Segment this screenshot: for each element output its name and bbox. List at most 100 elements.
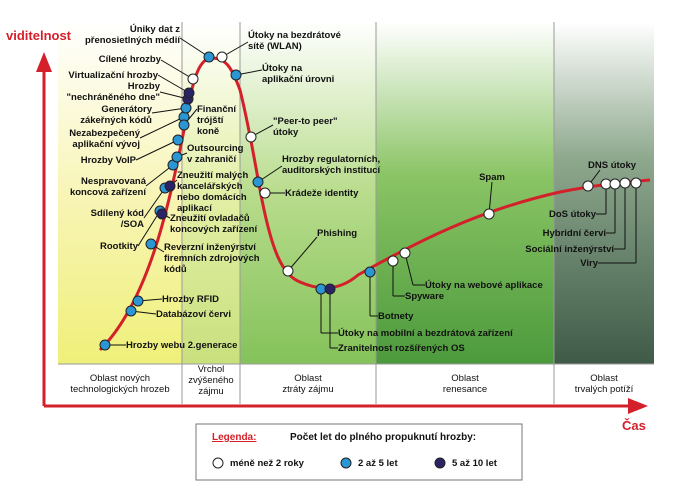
threat-marker xyxy=(125,305,137,317)
label-aplikacni-line: aplikační úrovni xyxy=(262,74,334,85)
zone-label-band xyxy=(58,22,654,404)
label-regulatorni: Hrozby regulatorních,auditorských instit… xyxy=(282,154,381,176)
threat-marker xyxy=(483,208,495,220)
label-viry: Viry xyxy=(580,258,599,269)
label-voip-line: Hrozby VoIP xyxy=(81,155,137,166)
label-mobilni: Útoky na mobilní a bezdrátová zařízení xyxy=(338,327,513,339)
label-webove-line: Útoky na webové aplikace xyxy=(425,279,543,291)
zone-bg-persistent xyxy=(554,22,654,364)
label-virtualizace-line: Virtualizační hrozby xyxy=(68,70,158,81)
label-web2-line: Hrozby webu 2.generace xyxy=(126,340,237,351)
label-rfid-line: Hrozby RFID xyxy=(162,294,219,305)
label-dos-line: DoS útoky xyxy=(549,209,597,220)
leader-line xyxy=(157,74,190,94)
legend-label: méně než 2 roky xyxy=(230,458,305,469)
label-unik-dat-line: přenosietlných médií xyxy=(85,35,180,46)
label-reverzni-line: firemních zdrojových xyxy=(164,253,260,264)
label-cilene: Cílené hrozby xyxy=(99,54,162,65)
axes: viditelnost Čas xyxy=(6,28,648,433)
label-rootkity-line: Rootkity xyxy=(100,241,139,252)
label-botnety: Botnety xyxy=(378,311,414,322)
label-mobilni-line: Útoky na mobilní a bezdrátová zařízení xyxy=(338,327,513,339)
threat-marker xyxy=(259,187,271,199)
label-wlan-line: Útoky na bezdrátové xyxy=(248,29,341,41)
legend-items: méně než 2 roky 2 až 5 let 5 až 10 let xyxy=(212,457,498,469)
label-p2p-line: útoky xyxy=(273,127,299,138)
label-zranitelnost: Zranitelnost rozšířených OS xyxy=(338,343,465,354)
label-zneuziti-malych-line: aplikací xyxy=(177,203,212,214)
label-spam: Spam xyxy=(479,172,505,183)
zone-label-line: Oblast xyxy=(451,373,479,384)
threat-marker xyxy=(619,177,631,189)
label-databazove-line: Databázoví červi xyxy=(156,309,231,320)
leader-line xyxy=(139,116,185,139)
y-axis-label: viditelnost xyxy=(6,28,72,43)
threat-marker xyxy=(582,180,594,192)
x-axis-arrow xyxy=(628,398,648,414)
legend-marker xyxy=(340,457,352,469)
zone-label-line: trvalých potíží xyxy=(575,384,634,395)
label-dos: DoS útoky xyxy=(549,209,597,220)
label-nespravovana-line: Nespravovaná xyxy=(81,176,147,187)
label-reverzni-line: kódů xyxy=(164,264,187,275)
zone-label-line: renesance xyxy=(443,384,487,395)
zone-label-line: Oblast xyxy=(590,373,618,384)
label-virtualizace: Virtualizační hrozby xyxy=(68,70,158,81)
label-generatory-line: Generátory xyxy=(101,104,152,115)
label-socialni: Sociální inženýrství xyxy=(525,244,614,255)
label-webove: Útoky na webové aplikace xyxy=(425,279,543,291)
label-rootkity: Rootkity xyxy=(100,241,139,252)
label-phishing: Phishing xyxy=(317,228,357,239)
label-outsourcing-line: Outsourcing xyxy=(187,143,244,154)
label-viry-line: Viry xyxy=(580,258,599,269)
label-nechranene-line: "nechráněného dne" xyxy=(67,92,160,103)
label-sdileny-line: Sdílený kód xyxy=(91,208,145,219)
threat-marker xyxy=(282,265,294,277)
threat-marker xyxy=(203,51,215,63)
label-hybridni-line: Hybridní červi xyxy=(543,228,606,239)
legend: Legenda: Počet let do plného propuknutí … xyxy=(195,423,523,481)
threat-marker xyxy=(364,266,376,278)
threat-marker xyxy=(180,102,192,114)
legend-label: 2 až 5 let xyxy=(358,458,398,469)
threat-marker xyxy=(164,180,176,192)
label-unik-dat-line: Úniky dat z xyxy=(130,23,180,35)
label-databazove: Databázoví červi xyxy=(156,309,231,320)
threat-marker xyxy=(387,255,399,267)
label-reverzni-line: Reverzní inženýrství xyxy=(164,242,256,253)
legend-label: 5 až 10 let xyxy=(452,458,498,469)
threat-marker xyxy=(230,69,242,81)
threat-marker xyxy=(252,176,264,188)
label-financni-line: Finanční xyxy=(197,104,236,115)
label-sdileny-line: /SOA xyxy=(121,219,144,230)
label-phishing-line: Phishing xyxy=(317,228,357,239)
label-regulatorni-line: Hrozby regulatorních, xyxy=(282,154,380,165)
legend-subtitle: Počet let do plného propuknutí hrozby: xyxy=(290,432,476,443)
zone-label-line: zájmu xyxy=(198,386,223,397)
label-botnety-line: Botnety xyxy=(378,311,414,322)
threat-marker xyxy=(187,73,199,85)
legend-title: Legenda: xyxy=(212,432,256,443)
threat-marker xyxy=(156,208,168,220)
threat-marker xyxy=(171,151,183,163)
threat-marker xyxy=(99,339,111,351)
label-financni-line: trójští xyxy=(197,115,224,126)
leader-line xyxy=(145,164,174,187)
label-financni-line: koně xyxy=(197,126,219,137)
label-dns-line: DNS útoky xyxy=(588,160,637,171)
label-regulatorni-line: auditorských institucí xyxy=(282,165,381,176)
leader-line xyxy=(287,236,318,272)
